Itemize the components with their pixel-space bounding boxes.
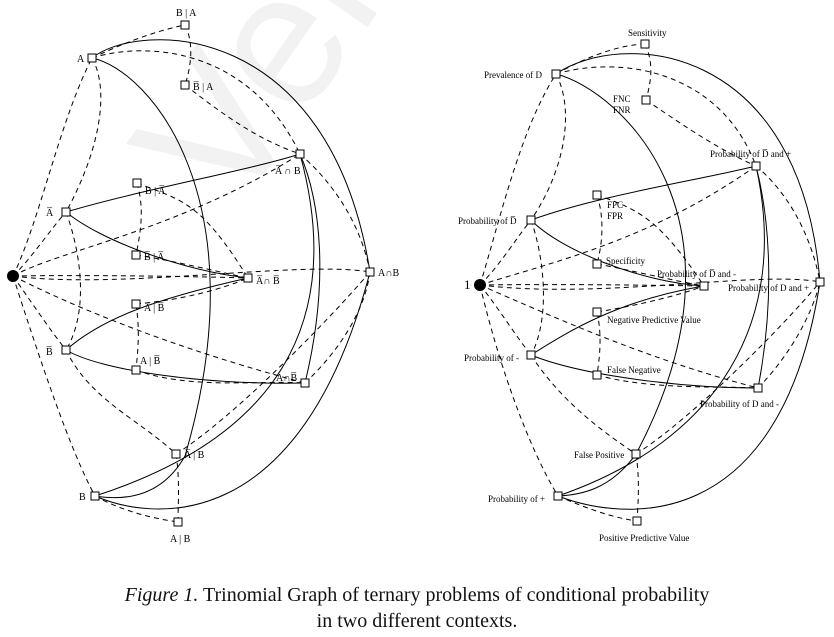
right-label-fnr: FNR (613, 105, 631, 115)
left-label-B|A: B | A (176, 8, 197, 19)
left-node-B|A (180, 20, 190, 30)
right-label-prevalence: Prevalence of D (484, 70, 542, 80)
right-label-false-positive: False Positive (574, 450, 624, 460)
right-node-pminus (526, 350, 536, 360)
left-label-Abar|B: A̅ | B (184, 450, 205, 461)
right-node-false-negative (592, 370, 602, 380)
right-node-ppv (632, 516, 642, 526)
left-graph (7, 20, 375, 527)
right-graph (474, 39, 825, 526)
right-node-pdbar-plus (751, 161, 761, 171)
left-node-A|B (173, 517, 183, 527)
right-solid-edges (530, 53, 821, 510)
right-node-sensitivity (640, 39, 650, 49)
left-node-Bbar|Abar (131, 250, 141, 260)
left-labels: B | A A B̅ | A B | A̅ A̅ A̅ ∩ B B̅ | A̅ … (46, 8, 399, 545)
right-dashed-edges (479, 43, 821, 522)
right-node-fnc-fnr (641, 95, 651, 105)
right-label-pdbar-plus: Probability of D̅ and + (710, 149, 791, 159)
right-label-npv: Negative Predictive Value (607, 315, 701, 325)
left-label-Abar∩Bbar: A̅∩ B̅ (256, 276, 280, 287)
right-label-pplus: Probability of + (488, 494, 545, 504)
right-label-specificity: Specificity (606, 256, 645, 266)
left-node-A (87, 53, 97, 63)
left-label-Bbar|A: B̅ | A (193, 82, 214, 93)
left-node-Abar∩B (295, 149, 305, 159)
right-node-pdbar (526, 215, 536, 225)
right-label-pminus: Probability of - (464, 353, 519, 363)
right-node-fpc-fpr (592, 190, 602, 200)
right-label-false-negative: False Negative (607, 365, 661, 375)
left-label-A|Bbar: A | B̅ (140, 356, 161, 367)
right-root-node (474, 279, 486, 291)
right-label-fpc: FPC (607, 200, 623, 210)
right-node-pdbar-minus (699, 281, 709, 291)
right-label-pd-plus: Probability of D and + (728, 283, 809, 293)
left-node-B (90, 491, 100, 501)
left-node-Abar|Bbar (131, 299, 141, 309)
right-labels: 1 Sensitivity Prevalence of D FNC FNR Pr… (458, 28, 809, 543)
right-node-pd-minus (753, 383, 763, 393)
left-node-A∩Bbar (300, 378, 310, 388)
figure-label: Figure 1. (124, 584, 199, 606)
left-label-Bbar: B̅ (46, 347, 53, 358)
right-node-false-positive (631, 449, 641, 459)
left-node-Bbar (61, 345, 71, 355)
left-label-A∩Bbar: A∩B̅ (276, 373, 297, 384)
left-dashed-edges (12, 24, 371, 523)
left-label-A|B: A | B (170, 534, 191, 545)
figure-caption-line1: Figure 1. Trinomial Graph of ternary pro… (0, 584, 834, 607)
right-label-pdbar-minus: Probability of D̅ and - (657, 269, 736, 279)
right-node-pplus (553, 491, 563, 501)
right-label-root: 1 (464, 277, 471, 292)
left-label-Abar∩B: A̅ ∩ B (275, 166, 301, 177)
left-label-A∩B: A∩B (378, 268, 399, 279)
left-node-Abar∩Bbar (243, 273, 253, 283)
left-node-A∩B (365, 267, 375, 277)
right-node-pd-plus (815, 277, 825, 287)
right-node-prevalence (551, 69, 561, 79)
left-node-B|Abar (132, 178, 142, 188)
left-root-node (7, 270, 19, 282)
right-label-sensitivity: Sensitivity (628, 28, 667, 38)
figure-caption-text: Trinomial Graph of ternary problems of c… (198, 584, 710, 606)
left-solid-edges (65, 39, 371, 510)
left-node-Abar|B (171, 449, 181, 459)
left-label-Bbar|Abar: B̅ | A̅ (144, 252, 165, 263)
right-label-pd-minus: Probability of D and - (700, 399, 779, 409)
right-square-nodes (526, 39, 825, 526)
left-square-nodes (61, 20, 375, 527)
left-node-Bbar|A (180, 80, 190, 90)
right-label-fpr: FPR (607, 211, 623, 221)
left-label-Abar: A̅ (46, 208, 54, 219)
left-label-B: B (79, 492, 86, 503)
right-label-ppv: Positive Predictive Value (599, 533, 689, 543)
left-label-Abar|Bbar: A̅ | B̅ (144, 303, 165, 314)
left-label-A: A (77, 54, 85, 65)
figure-caption-line2: in two different contexts. (316, 610, 518, 632)
right-node-specificity (592, 259, 602, 269)
left-node-Abar (61, 207, 71, 217)
right-label-fnc: FNC (613, 94, 631, 104)
left-label-B|Abar: B | A̅ (145, 186, 166, 197)
right-node-npv (592, 307, 602, 317)
left-node-A|Bbar (131, 365, 141, 375)
right-label-pdbar: Probability of D̅ (458, 216, 517, 226)
